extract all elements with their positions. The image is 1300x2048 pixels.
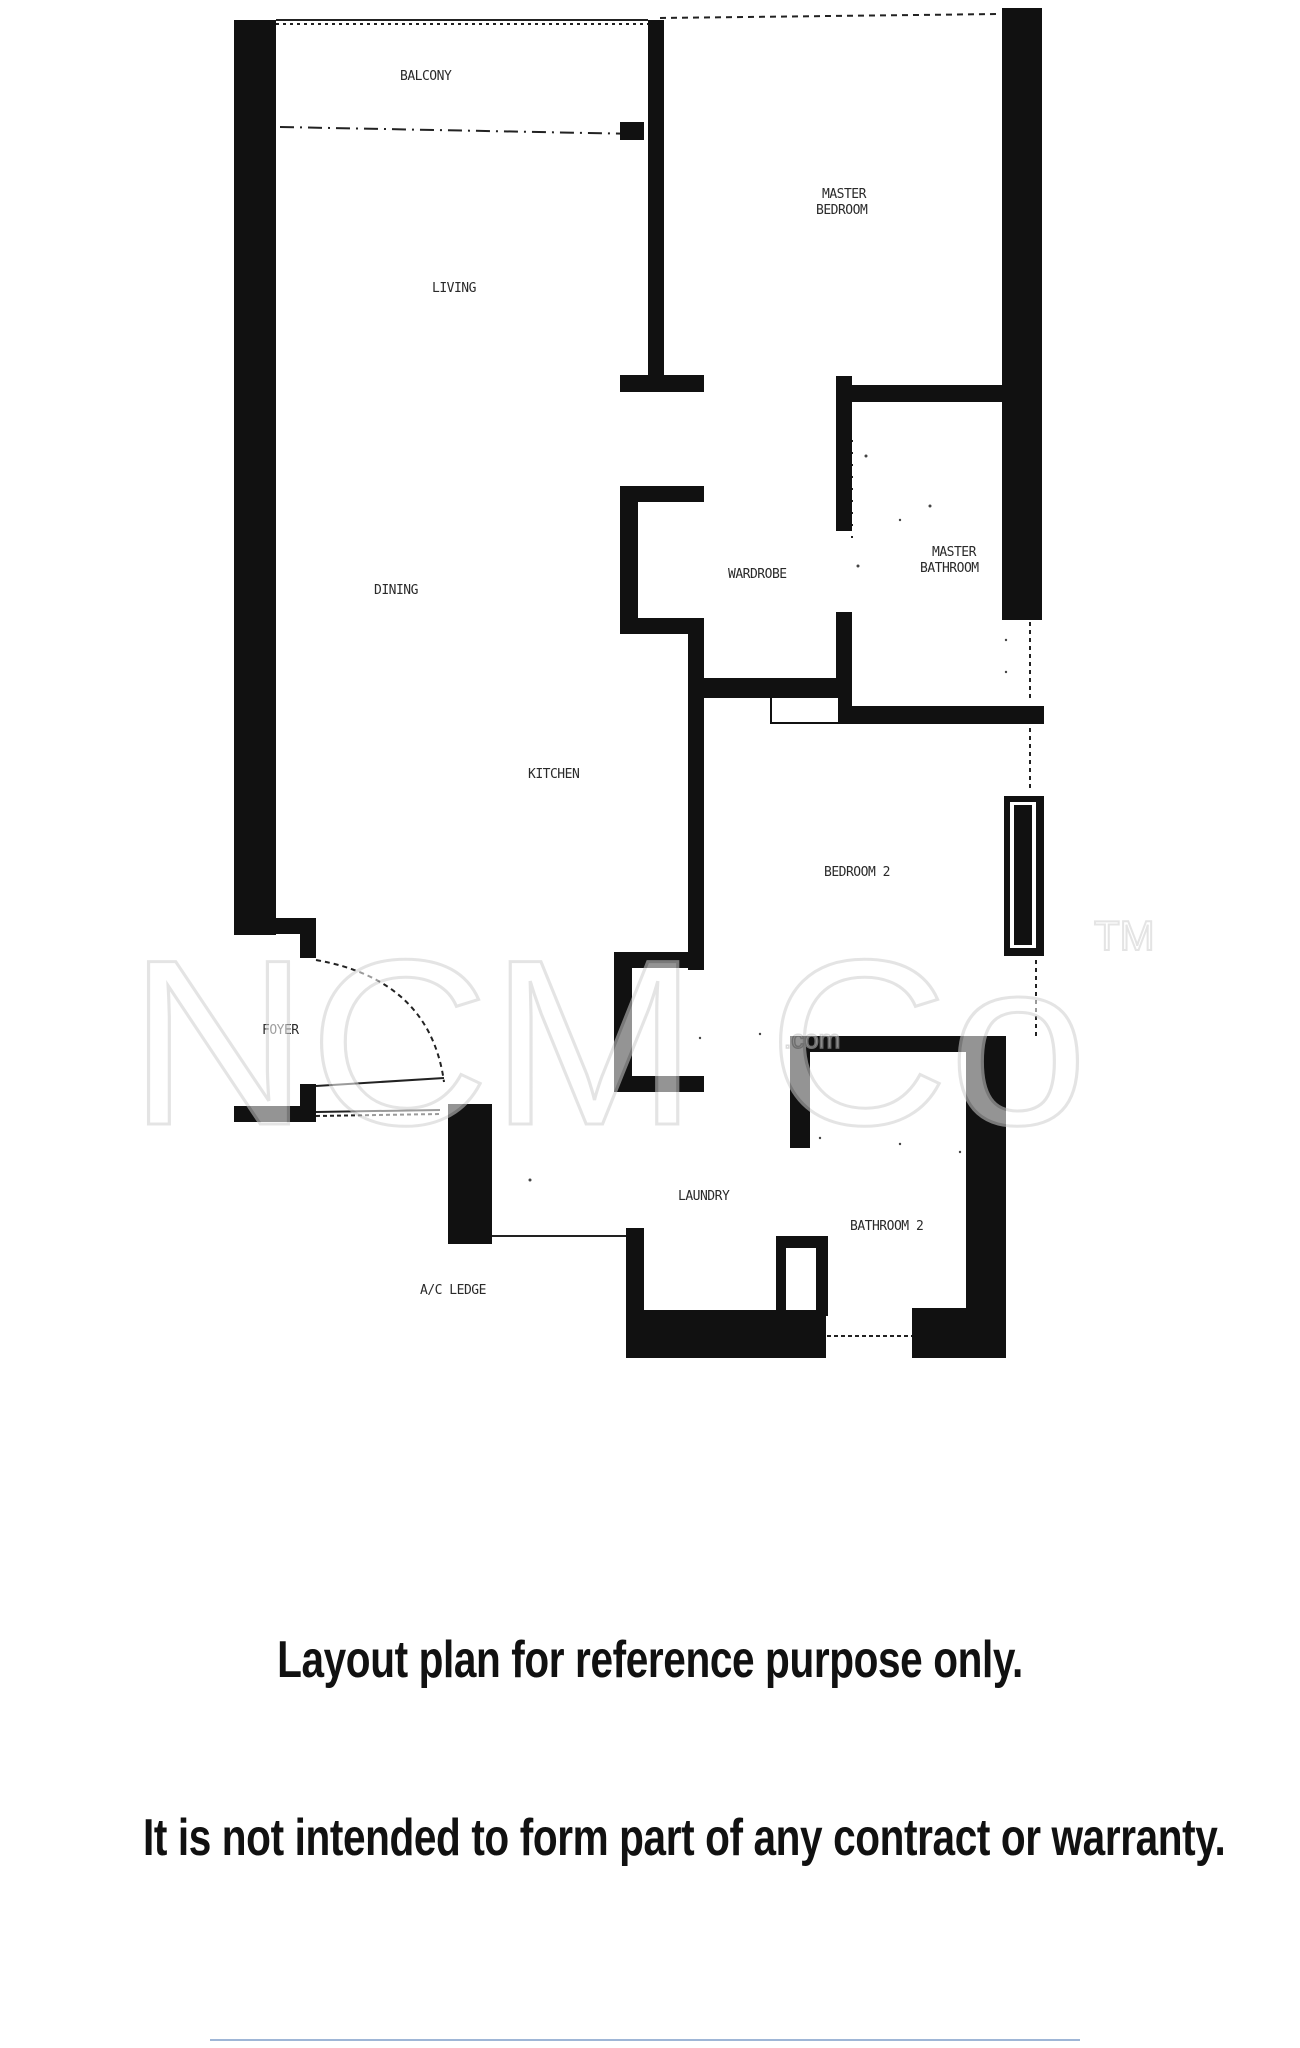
label-bathroom-2: BATHROOM 2	[850, 1219, 923, 1234]
label-master-bathroom-2: BATHROOM	[920, 561, 979, 576]
label-master-bedroom-1: MASTER	[822, 187, 867, 202]
label-master-bathroom-1: MASTER	[932, 545, 977, 560]
label-ac-ledge: A/C LEDGE	[420, 1283, 486, 1298]
watermark: NCM Co TM .com	[127, 910, 1156, 1177]
footer-divider	[210, 2039, 1080, 2041]
label-wardrobe: WARDROBE	[728, 567, 787, 582]
label-balcony: BALCONY	[400, 69, 452, 84]
watermark-site: .com	[784, 1024, 840, 1054]
door-swing	[315, 959, 445, 1083]
label-master-bedroom-2: BEDROOM	[816, 203, 868, 218]
label-bedroom-2: BEDROOM 2	[824, 865, 890, 880]
thin-walls	[276, 13, 1037, 1337]
label-living: LIVING	[432, 281, 477, 296]
label-dining: DINING	[374, 583, 419, 598]
label-kitchen: KITCHEN	[528, 767, 579, 782]
watermark-trademark: TM	[1094, 912, 1155, 959]
label-foyer: FOYER	[262, 1023, 299, 1038]
disclaimer-line-1: Layout plan for reference purpose only.	[277, 1631, 1023, 1689]
label-laundry: LAUNDRY	[678, 1189, 730, 1204]
watermark-logo: NCM Co	[128, 911, 1088, 1175]
disclaimer-line-2: It is not intended to form part of any c…	[143, 1809, 1226, 1867]
thick-walls	[234, 8, 1044, 1358]
speckle	[528, 454, 1008, 1182]
floor-plan: BALCONY LIVING MASTER BEDROOM MASTER BAT…	[127, 8, 1156, 1358]
